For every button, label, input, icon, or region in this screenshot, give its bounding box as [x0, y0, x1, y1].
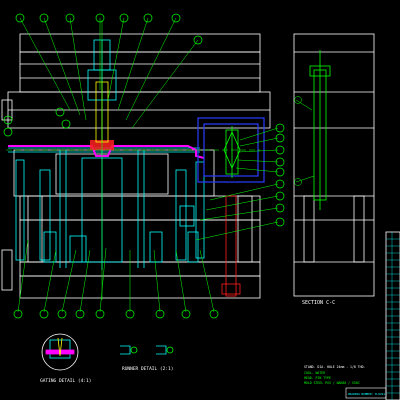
callout-balloon — [275, 203, 285, 213]
callout-balloon — [3, 127, 13, 137]
callout-balloon — [95, 13, 105, 23]
callout-balloon — [275, 133, 285, 143]
gating-detail-label: GATING DETAIL (4:1) — [40, 378, 91, 384]
callout-balloon — [61, 119, 71, 129]
title-block — [385, 231, 400, 400]
callout-balloon — [125, 309, 135, 319]
cooling-channel — [221, 195, 241, 297]
callout-balloon — [15, 13, 25, 23]
callout-balloon — [275, 123, 285, 133]
nozzle-detail — [223, 126, 241, 178]
drawing-number: DRAWING NUMBER: M-0221 — [348, 392, 385, 396]
note-line-1: STAND. DIA. HOLE 24mm - 1/8 THD. — [304, 365, 365, 369]
callout-balloon — [39, 309, 49, 319]
note-line-3: HEAD. PIN TYPE — [304, 376, 331, 380]
callout-balloon — [275, 145, 285, 155]
note-line-2: COOL. WATER — [304, 371, 325, 375]
gating-detail-view — [41, 333, 79, 371]
main-view-plates — [1, 33, 271, 299]
callout-balloon — [55, 107, 65, 117]
callout-balloon — [119, 13, 129, 23]
leader-lines — [6, 17, 279, 313]
callout-balloon — [294, 178, 302, 186]
section-view-label: SECTION C-C — [302, 300, 335, 306]
callout-balloon — [275, 217, 285, 227]
callout-balloon — [193, 35, 203, 45]
callout-balloon — [57, 309, 67, 319]
callout-balloon — [294, 96, 302, 104]
callout-balloon — [95, 309, 105, 319]
callout-balloon — [181, 309, 191, 319]
section-view-ejector — [309, 50, 331, 210]
callout-balloon — [209, 309, 219, 319]
note-line-4: MOLD STEEL PX5 / NAK80 / S50C — [304, 381, 360, 385]
callout-balloon — [3, 115, 13, 125]
section-view-leaders — [294, 96, 315, 186]
runner-detail-label: RUNNER DETAIL (2:1) — [122, 366, 173, 372]
callout-balloon — [65, 13, 75, 23]
callout-balloon — [75, 309, 85, 319]
callout-balloon — [275, 157, 285, 167]
callout-balloon — [13, 309, 23, 319]
callout-balloons-left — [3, 107, 71, 137]
callout-balloon — [39, 13, 49, 23]
drawing-number-box — [345, 387, 387, 399]
callout-balloon — [155, 309, 165, 319]
main-view-components — [8, 39, 205, 270]
callout-balloon — [275, 167, 285, 177]
callout-balloons-top — [15, 13, 203, 45]
callout-balloons-bottom — [13, 309, 219, 319]
callout-balloon — [143, 13, 153, 23]
callout-balloon — [275, 179, 285, 189]
section-view — [293, 33, 375, 297]
title-block-rows — [386, 232, 400, 400]
runner-detail-view — [120, 345, 174, 355]
callout-balloon — [171, 13, 181, 23]
callout-balloons-right — [275, 123, 285, 227]
callout-balloon — [275, 191, 285, 201]
